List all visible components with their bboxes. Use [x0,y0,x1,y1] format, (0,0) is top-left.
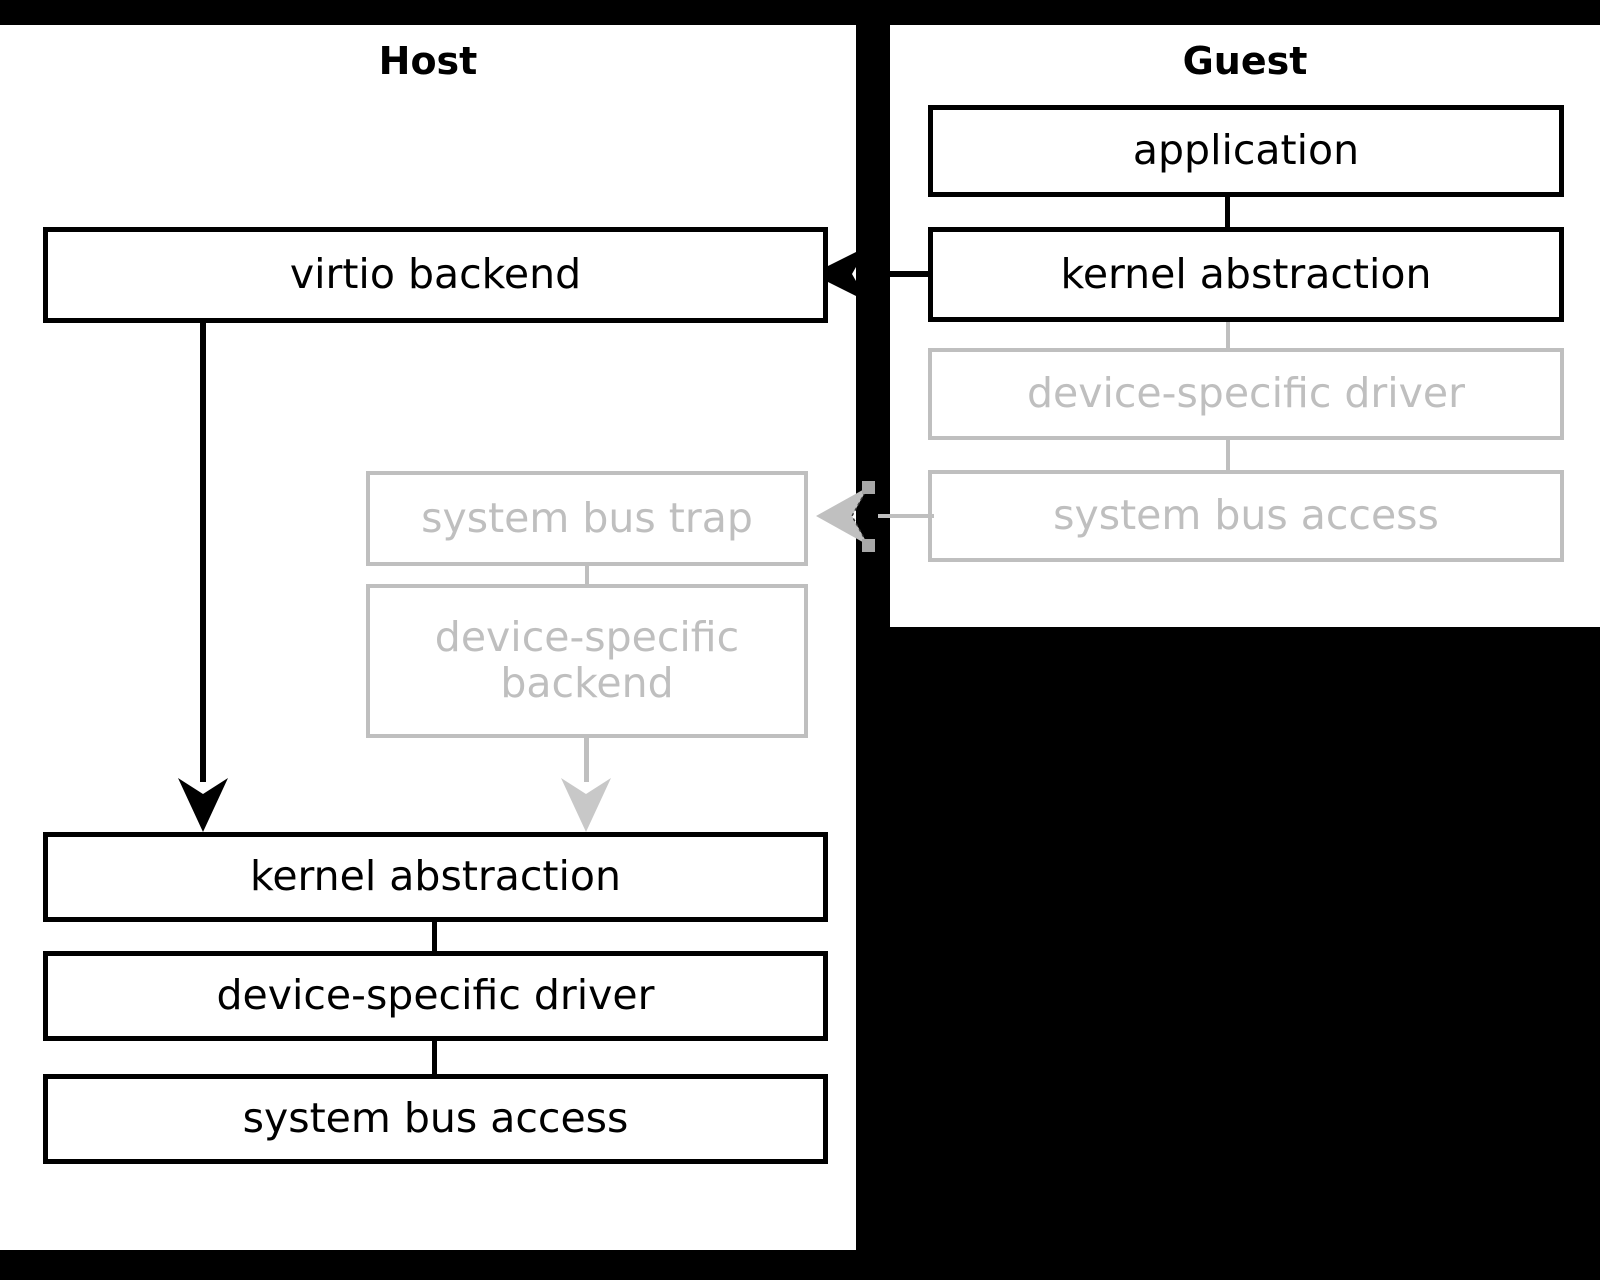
host-node-system-bus-access[interactable]: system bus access [43,1074,828,1164]
connector-dev-backend-to-kernel-line [584,737,589,782]
connector-virtio-to-kernel-line [200,322,206,782]
guest-panel-title: Guest [1182,39,1308,83]
host-node-virtio-backend-label: virtio backend [289,250,582,299]
guest-node-device-specific-driver[interactable]: device-specific driver [928,348,1564,440]
host-panel-title: Host [378,39,478,83]
guest-node-kernel-abstraction[interactable]: kernel abstraction [928,227,1564,322]
host-node-kernel-abstraction-label: kernel abstraction [250,852,621,901]
host-node-device-specific-driver-label: device-specific driver [216,971,655,1020]
connector-host-kernel-to-driver [432,920,437,953]
host-node-virtio-backend[interactable]: virtio backend [43,227,828,323]
connector-virtio-to-kernel-arrowhead [178,778,228,832]
edge-guest-sysbus-to-trap-horizontal [878,514,934,518]
host-node-kernel-abstraction[interactable]: kernel abstraction [43,832,828,922]
guest-node-system-bus-access[interactable]: system bus access [928,470,1564,562]
host-node-system-bus-access-label: system bus access [242,1094,629,1143]
edge-guest-kernel-to-virtio-arrowhead [812,246,868,302]
guest-node-system-bus-access-label: system bus access [1053,491,1439,540]
connector-guest-app-to-kernel [1225,195,1230,229]
edge-guest-sysbus-to-trap-arrowhead [816,481,875,552]
connector-dev-backend-to-kernel-arrowhead [561,778,611,832]
host-node-device-specific-backend-label: device-specific backend [434,613,740,707]
guest-node-device-specific-driver-label: device-specific driver [1026,369,1466,418]
guest-node-application-label: application [1132,126,1360,175]
edge-guest-kernel-to-virtio-horizontal [862,271,932,277]
host-node-system-bus-trap-label: system bus trap [421,493,753,542]
host-node-device-specific-driver[interactable]: device-specific driver [43,951,828,1041]
connector-guest-driver-to-sysbus [1226,438,1230,472]
guest-node-application[interactable]: application [928,105,1564,197]
host-node-device-specific-backend[interactable]: device-specific backend [366,584,808,738]
connector-guest-kernel-to-driver [1226,320,1230,350]
connector-host-driver-to-sysbus [432,1039,437,1076]
guest-node-kernel-abstraction-label: kernel abstraction [1060,249,1432,298]
host-node-system-bus-trap[interactable]: system bus trap [366,471,808,566]
connector-sysbustrap-to-devbackend [585,565,589,585]
